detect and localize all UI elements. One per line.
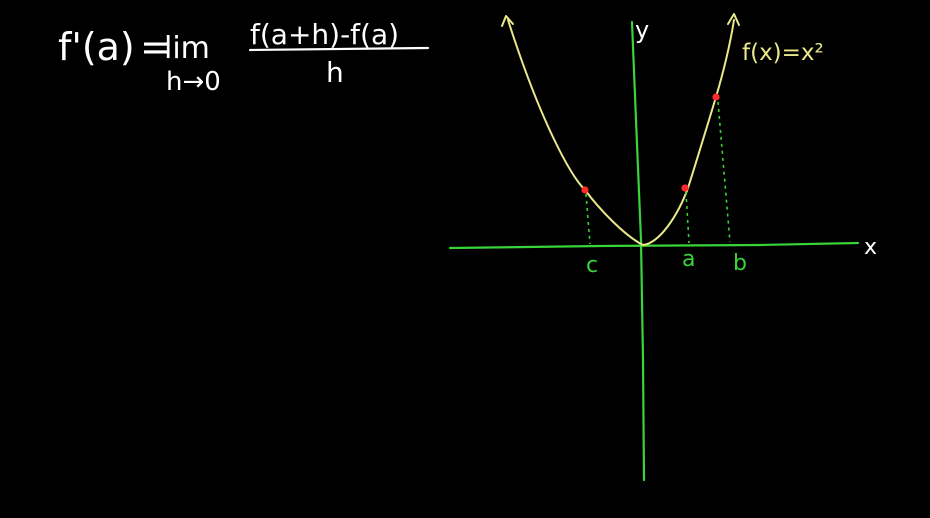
formula-numerator: f(a+h)-f(a) [250, 18, 399, 51]
y-axis [630, 20, 646, 482]
arrow-left-icon [501, 15, 514, 27]
point-marker-c [581, 186, 589, 194]
point-marker-a [681, 184, 689, 192]
x-axis [448, 241, 860, 250]
point-c: c [581, 186, 598, 278]
y-axis-label: y [635, 16, 649, 44]
derivative-definition: f'(a) = lim h→0 f(a+h)-f(a) h [58, 18, 430, 97]
point-label-c: c [586, 253, 598, 278]
formula-denominator: h [326, 56, 344, 89]
dashed-drop-line-c [585, 193, 591, 245]
point-label-a: a [682, 247, 695, 272]
parabola-curve [507, 19, 735, 247]
fraction-bar [248, 46, 430, 52]
formula-lhs: f'(a) [58, 25, 135, 69]
x-axis-label: x [864, 235, 877, 260]
point-label-b: b [733, 251, 747, 276]
axes: y x [448, 16, 877, 482]
arrow-right-icon [727, 13, 740, 26]
dashed-drop-line-a [685, 191, 690, 244]
point-marker-b [712, 93, 720, 101]
parabola: f(x)=x² [501, 13, 824, 247]
dashed-drop-line-b [717, 101, 731, 243]
formula-equals: = [140, 25, 172, 69]
formula-limit-subscript: h→0 [166, 67, 221, 97]
point-b: b [712, 93, 747, 276]
function-label: f(x)=x² [742, 40, 824, 66]
formula-lim: lim [164, 31, 210, 66]
point-a: a [681, 184, 695, 272]
